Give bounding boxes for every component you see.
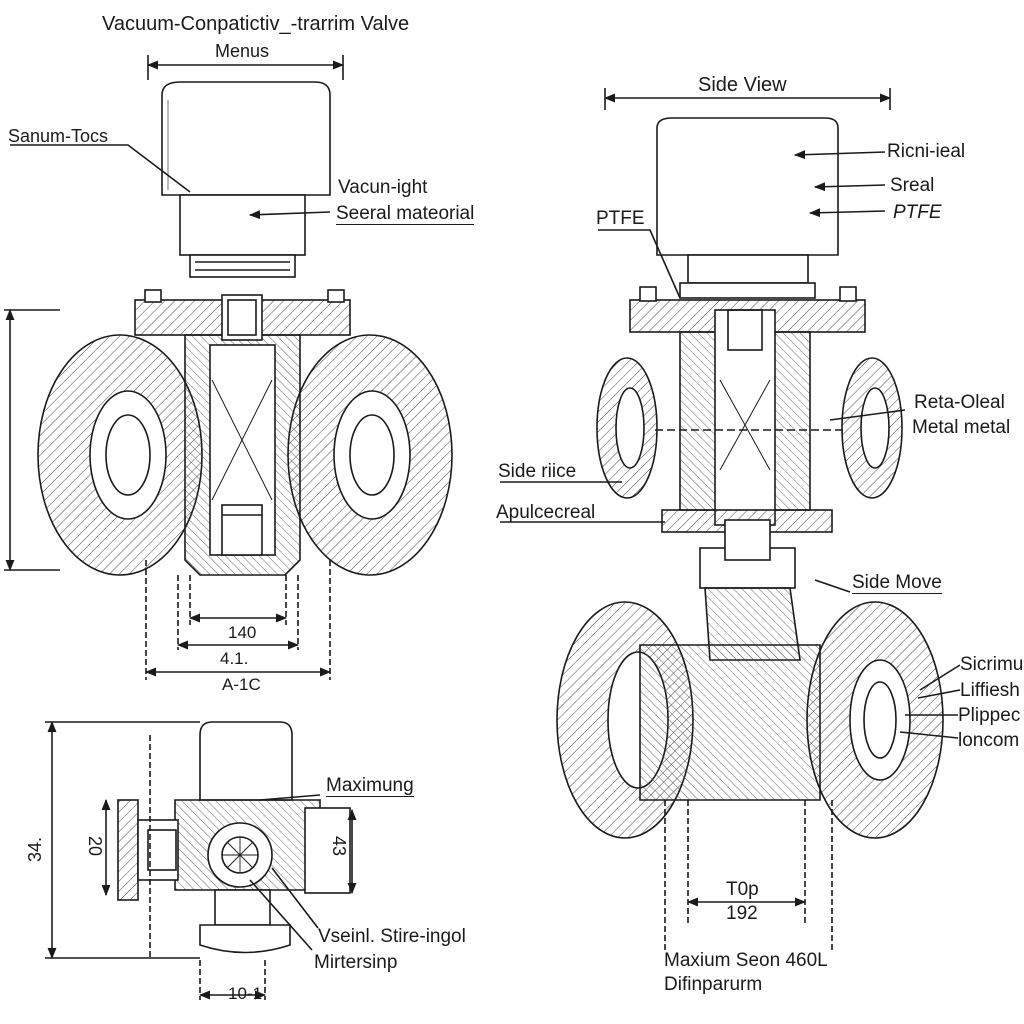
label-metal: Metal metal: [912, 417, 1011, 438]
footer-line-2: Difinparurm: [664, 974, 763, 995]
drawing-title: Vacuum-Conpatictiv_-trarrim Valve: [102, 13, 410, 35]
dim-front-height: 210: [0, 428, 4, 455]
label-side-move: Side Move: [852, 572, 942, 594]
label-mirtersinp: Mirtersinp: [314, 952, 398, 973]
dim-top-value: 192: [726, 903, 758, 924]
top-view: [45, 720, 357, 1000]
dim-top-label: T0p: [726, 879, 759, 900]
label-sreal: Sreal: [890, 175, 935, 196]
side-view-subtitle: Side View: [698, 74, 787, 96]
label-sanum-tocs: Sanum-Tocs: [8, 126, 109, 146]
dim-front-overall: A-1C: [222, 675, 261, 694]
side-view: [500, 88, 961, 950]
label-apulcecreal: Apulcecreal: [496, 502, 596, 523]
label-richm-ieal: Ricni-ieal: [887, 141, 966, 162]
label-vacuum-tight: Vacun-ight: [338, 177, 428, 198]
front-view: [4, 55, 453, 680]
dim-top-view-bottom-width: 10-1: [228, 984, 263, 1003]
label-seal-string: Vseinl. Stire-ingol: [318, 926, 466, 947]
dim-front-face: 4.1.: [220, 649, 249, 668]
dim-top-view-inner-height: 20: [85, 836, 105, 857]
label-sicrimu: Sicrimu: [960, 654, 1024, 675]
pipe-body: [639, 644, 821, 801]
label-ptfe-right: PTFE: [893, 202, 942, 223]
front-view-subtitle: Menus: [215, 41, 270, 61]
side-actuator: [656, 117, 839, 256]
label-seal-material: Seeral mateorial: [336, 203, 475, 225]
label-side-riice: Side riice: [498, 461, 577, 482]
footer-line-1: Maxium Seon 460L: [664, 950, 828, 971]
label-ptfe-left: PTFE: [596, 208, 645, 229]
label-loncom: loncom: [958, 730, 1020, 751]
dim-top-view-right-height: 43: [329, 836, 349, 857]
dim-front-bore: 140: [228, 623, 257, 642]
dim-top-view-left-height: 34.: [25, 836, 45, 862]
label-liftiesh: Liffiesh: [960, 680, 1020, 701]
label-reta-oleal: Reta-Oleal: [914, 392, 1005, 413]
label-maximung: Maximung: [326, 775, 414, 797]
actuator-cap: [161, 81, 331, 196]
actuator-body: [179, 194, 306, 256]
label-plipped: Plippec: [958, 705, 1021, 726]
